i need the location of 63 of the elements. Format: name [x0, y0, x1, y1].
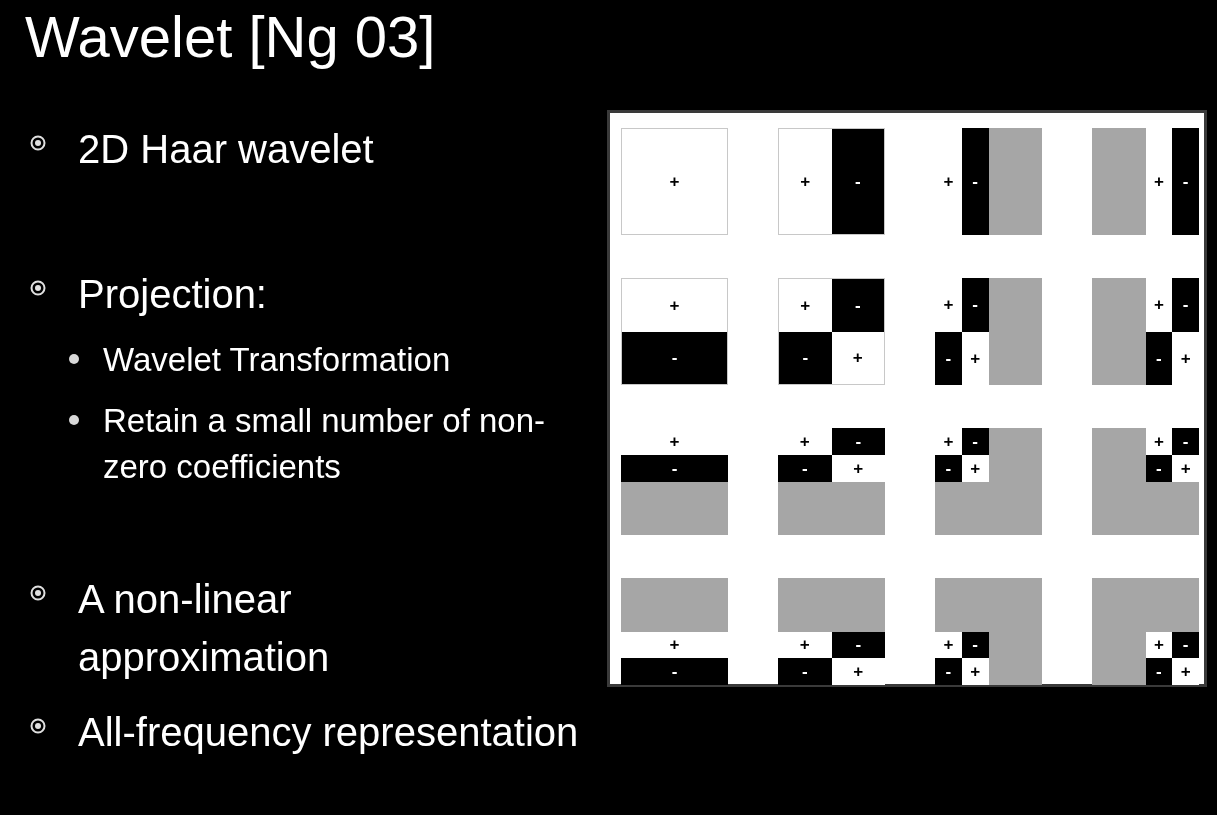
negative-region: - [1172, 128, 1199, 235]
negative-region: - [961, 128, 989, 235]
bullet-text: Wavelet Transformation [103, 340, 452, 380]
haar-basis-tile [621, 278, 728, 385]
negative-region: - [831, 279, 884, 332]
negative-region: - [831, 428, 885, 455]
negative-region: - [1172, 428, 1199, 455]
haar-basis-tile [935, 578, 1042, 685]
negative-region: - [621, 658, 728, 685]
haar-basis-tile [778, 578, 885, 685]
negative-region: - [778, 658, 832, 685]
negative-region: - [935, 658, 962, 685]
negative-region: - [935, 454, 962, 482]
negative-region: - [961, 631, 989, 659]
negative-region: - [961, 278, 989, 332]
positive-region: + [1145, 428, 1173, 455]
positive-region: + [935, 278, 962, 332]
haar-basis-tile [1092, 128, 1199, 235]
haar-basis-tile [1092, 578, 1199, 685]
positive-region: + [1172, 454, 1199, 482]
positive-region: + [778, 631, 832, 659]
bullet-text: All-frequency representation [78, 709, 580, 756]
negative-region: - [831, 129, 884, 234]
negative-region: - [621, 454, 728, 482]
bullet-text: Retain a small number of non-zero coefficients [103, 401, 547, 487]
positive-region: + [961, 658, 989, 685]
haar-basis-tile [1092, 278, 1199, 385]
positive-region: + [1145, 128, 1173, 235]
bullet-text: 2D Haar wavelet [78, 126, 375, 173]
slide-title: Wavelet [Ng 03] [25, 3, 436, 71]
negative-region: - [779, 331, 832, 384]
positive-region: + [778, 428, 832, 455]
positive-region: + [621, 428, 728, 455]
positive-region: + [1145, 278, 1173, 332]
haar-basis-tile [1092, 428, 1199, 535]
positive-region: + [1172, 658, 1199, 685]
haar-basis-tile [778, 428, 885, 535]
positive-region: + [831, 658, 885, 685]
negative-region: - [1145, 454, 1173, 482]
haar-basis-tile [621, 428, 728, 535]
haar-basis-tile [935, 278, 1042, 385]
negative-region: - [622, 331, 727, 384]
haar-basis-tile [935, 128, 1042, 235]
bullet-text: A non-linear approximation [78, 576, 331, 681]
positive-region: + [935, 128, 962, 235]
negative-region: - [1145, 331, 1173, 385]
negative-region: - [778, 454, 832, 482]
negative-region: - [935, 331, 962, 385]
positive-region: + [1145, 631, 1173, 659]
haar-basis-tile [778, 278, 885, 385]
haar-basis-tile [935, 428, 1042, 535]
negative-region: - [831, 631, 885, 659]
negative-region: - [1172, 278, 1199, 332]
positive-region: + [935, 428, 962, 455]
negative-region: - [961, 428, 989, 455]
positive-region: + [935, 631, 962, 659]
haar-basis-tile [621, 578, 728, 685]
bullet-text: Projection: [78, 271, 268, 318]
haar-basis-tile [778, 128, 885, 235]
negative-region: - [1172, 631, 1199, 659]
positive-region: + [1172, 331, 1199, 385]
positive-region: + [621, 631, 728, 659]
negative-region: - [1145, 658, 1173, 685]
